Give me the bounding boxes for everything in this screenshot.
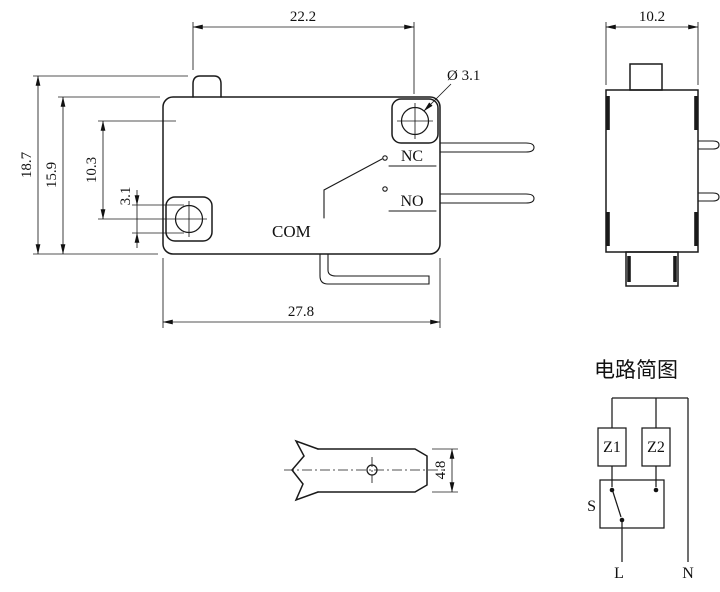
side-com-blade — [625, 251, 679, 287]
dim-top-width: 22.2 — [290, 9, 316, 25]
circuit-diagram: 电路简图 Z1 Z2 S L N — [587, 358, 694, 582]
live-terminal-label: L — [614, 565, 624, 582]
nc-terminal-pin — [439, 142, 535, 153]
dim-hole-spacing: 10.3 — [84, 157, 100, 183]
no-label: NO — [400, 193, 423, 210]
terminal-detail-view: 4.8 — [284, 439, 458, 502]
switch-label: S — [587, 498, 596, 515]
mounting-hole-bottom — [165, 196, 213, 242]
side-edge-shading — [606, 96, 698, 246]
dim-body-height: 15.9 — [44, 162, 60, 188]
diameter-leader-line — [423, 83, 452, 112]
nc-label: NC — [401, 148, 423, 165]
front-view-dimensions: 22.2 Ø 3.1 27.8 18.7 15.9 10.3 3.1 — [19, 9, 480, 328]
terminal-blade — [317, 448, 428, 493]
terminal-hole — [366, 464, 378, 476]
mounting-hole-top — [391, 98, 439, 144]
com-label: COM — [272, 222, 311, 241]
com-terminal-pin — [319, 253, 430, 285]
switch-box — [599, 479, 665, 529]
plunger-button — [192, 75, 222, 98]
side-plunger — [629, 63, 663, 91]
dim-hole-height: 3.1 — [118, 187, 134, 206]
dim-total-height: 18.7 — [19, 151, 35, 178]
no-terminal-pin — [439, 193, 535, 204]
circuit-title: 电路简图 — [594, 358, 678, 382]
switch-symbol — [609, 480, 659, 523]
switch-body — [162, 96, 441, 255]
neutral-terminal-label: N — [682, 565, 694, 582]
side-body — [605, 89, 699, 253]
terminal-break-line — [291, 439, 319, 502]
contact-mechanism — [323, 155, 437, 219]
front-view: NC NO COM — [162, 75, 535, 285]
hole-diameter-label: Ø 3.1 — [447, 68, 480, 84]
side-pin-upper — [697, 140, 720, 150]
dim-terminal-width: 4.8 — [433, 461, 449, 480]
side-pin-lower — [697, 192, 720, 202]
side-view: 10.2 — [605, 9, 720, 287]
dim-side-width: 10.2 — [639, 9, 665, 25]
dim-bottom-width: 27.8 — [288, 304, 314, 320]
component-z2-label: Z2 — [647, 439, 665, 456]
component-z1-label: Z1 — [603, 439, 621, 456]
